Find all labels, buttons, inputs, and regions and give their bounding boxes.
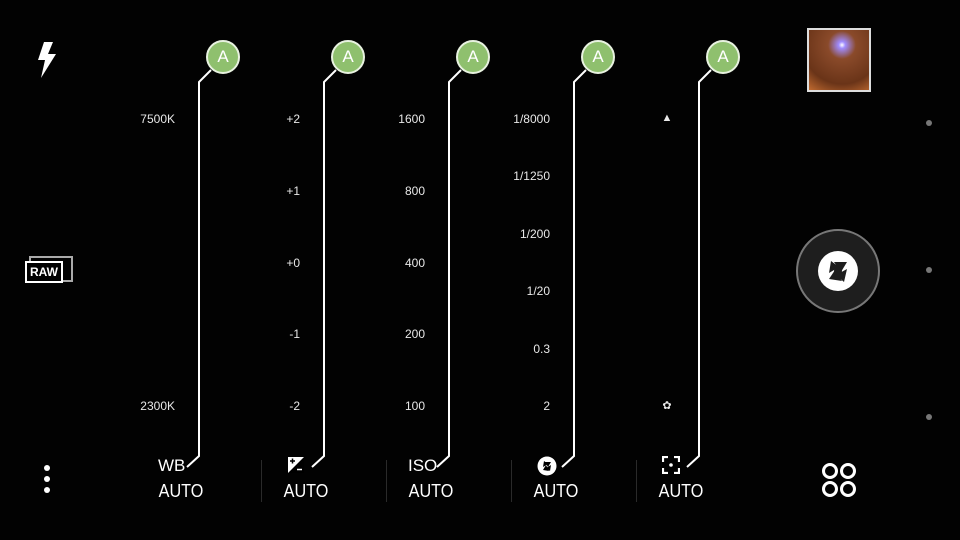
exposure-icon — [287, 456, 305, 479]
raw-toggle[interactable]: RAW — [25, 256, 73, 283]
white-balance-scale-label: 2300K — [140, 399, 175, 413]
column-divider — [261, 460, 262, 502]
focus-icon — [661, 455, 681, 479]
column-divider — [386, 460, 387, 502]
white-balance-auto-button[interactable]: A — [206, 40, 240, 74]
focus-scale-label: ▲ — [661, 112, 673, 124]
exposure-slider-track[interactable] — [311, 69, 337, 468]
iso-scale-label: 400 — [404, 255, 425, 270]
camera-modes-icon[interactable] — [821, 462, 857, 498]
exposure-scale-label: +2 — [286, 112, 300, 126]
shutter-icon — [537, 456, 557, 481]
shutter-value[interactable]: AUTO — [533, 481, 579, 501]
iso-scale-label: 1600 — [398, 112, 425, 126]
white-balance-scale-label: 7500K — [140, 112, 175, 126]
page-indicator — [926, 120, 932, 126]
page-indicator — [926, 267, 932, 273]
iso-value[interactable]: AUTO — [408, 481, 454, 501]
focus-value[interactable]: AUTO — [658, 481, 704, 501]
shutter-slider-track[interactable] — [561, 69, 587, 468]
white-balance-value[interactable]: AUTO — [158, 481, 204, 501]
exposure-scale-label: +0 — [286, 255, 300, 270]
shutter-scale-label: 1/20 — [526, 284, 550, 299]
iso-slider-track[interactable] — [436, 69, 462, 468]
shutter-scale-label: 2 — [543, 399, 550, 413]
gallery-thumbnail[interactable] — [807, 28, 871, 92]
shutter-button[interactable] — [796, 229, 880, 313]
exposure-scale-label: -2 — [289, 399, 300, 413]
shutter-scale-label: 1/1250 — [513, 169, 550, 184]
exposure-value[interactable]: AUTO — [283, 481, 329, 501]
shutter-scale-label: 0.3 — [533, 341, 550, 356]
exposure-auto-button[interactable]: A — [331, 40, 365, 74]
iso-scale-label: 800 — [404, 183, 425, 198]
white-balance-label: WB — [158, 456, 186, 475]
exposure-scale-label: +1 — [286, 183, 300, 198]
focus-slider-track[interactable] — [686, 69, 712, 468]
focus-auto-button[interactable]: A — [706, 40, 740, 74]
shutter-scale-label: 1/200 — [519, 226, 550, 241]
iso-label: ISO — [408, 456, 438, 475]
iso-scale-label: 200 — [404, 327, 425, 342]
column-divider — [511, 460, 512, 502]
iso-auto-button[interactable]: A — [456, 40, 490, 74]
flash-auto-icon[interactable] — [36, 42, 60, 78]
raw-label: RAW — [25, 261, 63, 283]
shutter-scale-label: 1/8000 — [513, 112, 550, 126]
exposure-scale-label: -1 — [289, 327, 300, 342]
shutter-auto-button[interactable]: A — [581, 40, 615, 74]
page-indicator — [926, 414, 932, 420]
white-balance-slider-track[interactable] — [186, 69, 212, 468]
focus-scale-label: ✿ — [662, 400, 672, 412]
iso-scale-label: 100 — [404, 399, 425, 413]
column-divider — [636, 460, 637, 502]
aperture-icon — [818, 251, 858, 291]
